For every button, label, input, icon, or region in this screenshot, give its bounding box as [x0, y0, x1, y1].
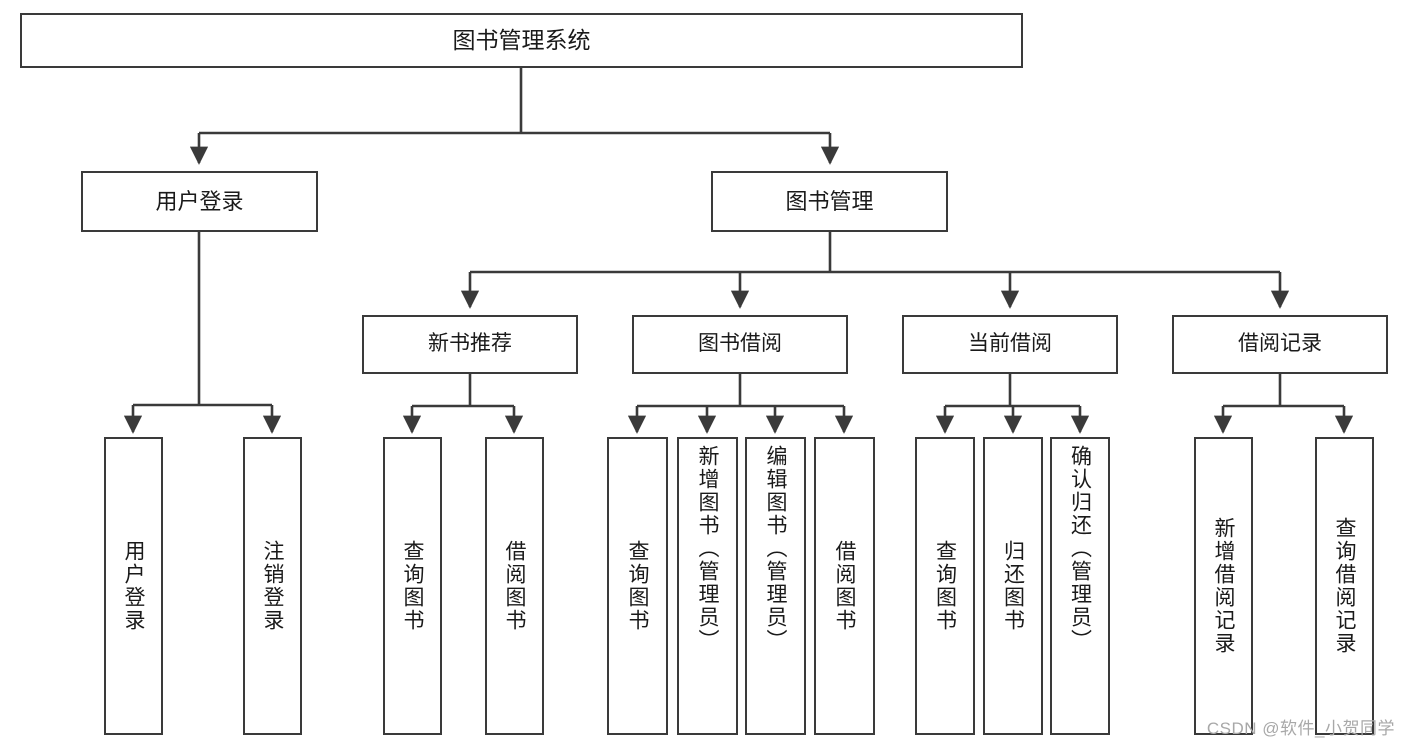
node-label: 新书推荐 — [428, 332, 512, 356]
node-borrow-record[interactable]: 借阅记录 — [1172, 315, 1388, 374]
node-label: 当前借阅 — [968, 332, 1052, 356]
node-book-manage[interactable]: 图书管理 — [711, 171, 948, 232]
leaf-query-book-3[interactable]: 查询图书 — [915, 437, 975, 735]
leaf-query-book-2[interactable]: 查询图书 — [607, 437, 668, 735]
leaf-borrow-book-1[interactable]: 借阅图书 — [485, 437, 544, 735]
node-label: 借阅记录 — [1238, 332, 1322, 356]
node-label: 查询借阅记录 — [1333, 517, 1356, 655]
leaf-logout[interactable]: 注销登录 — [243, 437, 302, 735]
node-new-book-rec[interactable]: 新书推荐 — [362, 315, 578, 374]
leaf-user-login[interactable]: 用户登录 — [104, 437, 163, 735]
leaf-return-book[interactable]: 归还图书 — [983, 437, 1043, 735]
csdn-watermark: CSDN @软件_小贺同学 — [1206, 719, 1395, 738]
node-label: 用户登录 — [155, 188, 244, 214]
node-label: 新增图书（管理员） — [696, 445, 719, 652]
node-label: 查询图书 — [933, 540, 957, 632]
node-label: 图书管理 — [785, 188, 874, 214]
node-label: 借阅图书 — [503, 540, 526, 632]
node-label: 查询图书 — [401, 540, 424, 632]
node-label: 图书管理系统 — [452, 26, 591, 53]
node-label: 编辑图书（管理员） — [764, 445, 787, 652]
node-current-borrow[interactable]: 当前借阅 — [902, 315, 1118, 374]
node-label: 确认归还（管理员） — [1068, 445, 1092, 652]
leaf-borrow-book-2[interactable]: 借阅图书 — [814, 437, 875, 735]
node-label: 图书借阅 — [698, 332, 782, 356]
leaf-add-book[interactable]: 新增图书（管理员） — [677, 437, 738, 735]
node-label: 归还图书 — [1001, 540, 1025, 632]
node-label: 用户登录 — [122, 540, 145, 632]
leaf-add-record[interactable]: 新增借阅记录 — [1194, 437, 1253, 735]
leaf-query-record[interactable]: 查询借阅记录 — [1315, 437, 1374, 735]
node-label: 注销登录 — [261, 540, 284, 632]
node-user-login[interactable]: 用户登录 — [81, 171, 318, 232]
node-book-borrow[interactable]: 图书借阅 — [632, 315, 848, 374]
leaf-edit-book[interactable]: 编辑图书（管理员） — [745, 437, 806, 735]
leaf-query-book-1[interactable]: 查询图书 — [383, 437, 442, 735]
node-label: 借阅图书 — [833, 540, 856, 632]
node-root-system[interactable]: 图书管理系统 — [20, 13, 1023, 68]
node-label: 查询图书 — [626, 540, 649, 632]
node-label: 新增借阅记录 — [1212, 517, 1235, 655]
leaf-confirm-return[interactable]: 确认归还（管理员） — [1050, 437, 1110, 735]
